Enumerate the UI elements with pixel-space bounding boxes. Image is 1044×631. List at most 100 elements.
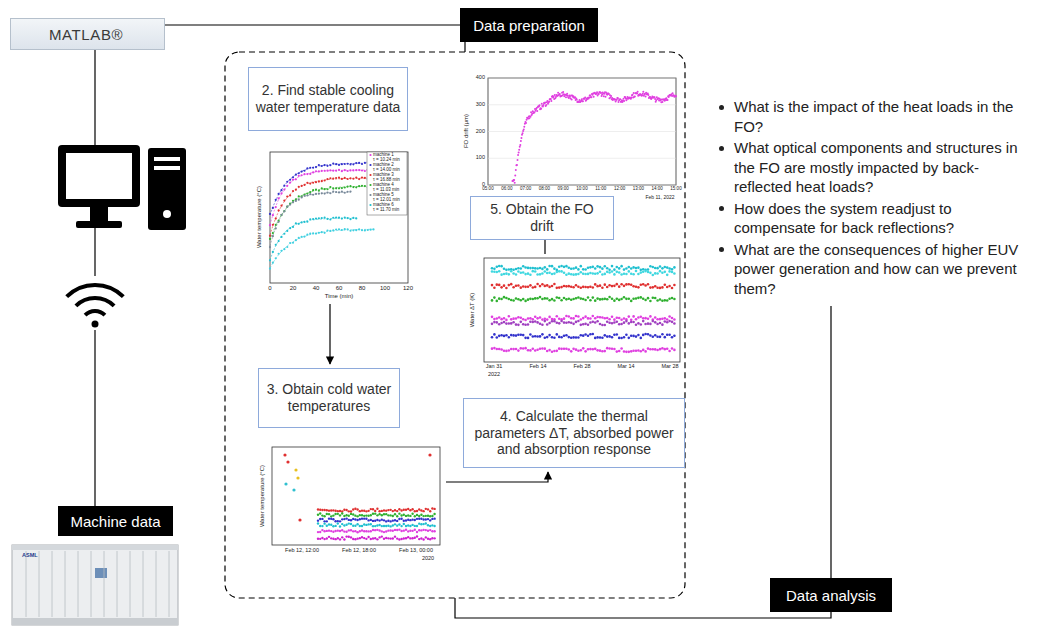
data-point	[589, 266, 592, 269]
data-point	[337, 520, 339, 522]
data-point	[575, 321, 578, 324]
axis-label: τ = 11.03 min	[373, 188, 399, 193]
data-point	[330, 530, 332, 532]
data-point	[517, 316, 520, 319]
data-point	[580, 100, 582, 102]
data-point	[584, 315, 587, 318]
data-point	[668, 285, 671, 288]
data-point	[378, 519, 380, 521]
data-point	[505, 350, 508, 353]
data-point	[618, 317, 621, 320]
data-point	[584, 299, 587, 302]
data-point	[539, 316, 542, 319]
data-point	[429, 519, 431, 521]
data-point	[532, 267, 535, 270]
data-point	[633, 92, 635, 94]
data-point	[286, 230, 288, 232]
data-point	[431, 518, 433, 520]
data-point	[585, 100, 587, 102]
data-point	[361, 514, 363, 516]
data-point	[592, 348, 595, 351]
data-point	[498, 323, 501, 326]
data-point	[517, 333, 520, 336]
axis-label: Mar 28	[661, 364, 678, 370]
data-point	[345, 531, 347, 533]
data-point	[618, 337, 621, 340]
data-point	[303, 170, 305, 172]
data-point	[350, 523, 352, 525]
data-point	[334, 530, 336, 532]
data-point	[387, 525, 389, 527]
axis-label: Feb 13, 00:00	[399, 548, 433, 554]
data-point	[496, 271, 499, 274]
axis-label: machine 4	[373, 183, 394, 188]
data-point	[642, 349, 645, 352]
data-point	[416, 510, 418, 512]
data-point	[387, 529, 389, 531]
data-point	[640, 271, 643, 274]
data-point	[407, 508, 409, 510]
data-point	[420, 518, 422, 520]
data-point	[628, 351, 631, 354]
data-point	[635, 270, 638, 273]
data-point	[592, 320, 595, 323]
question-item: What are the consequences of higher EUV …	[716, 240, 1033, 299]
data-point	[654, 321, 657, 324]
data-point	[575, 273, 578, 276]
data-point	[572, 298, 575, 301]
data-point	[381, 514, 383, 516]
data-point	[374, 537, 376, 539]
data-point	[508, 315, 511, 318]
data-point	[328, 513, 330, 515]
data-point	[343, 530, 345, 532]
data-point	[548, 100, 550, 102]
data-point	[532, 347, 535, 350]
data-point	[522, 298, 525, 301]
data-point	[515, 284, 518, 287]
data-point	[584, 333, 587, 336]
data-point	[332, 525, 334, 527]
process-box: 2. Find stable cooling water temperature…	[248, 67, 408, 131]
data-point	[500, 298, 503, 301]
data-point	[548, 316, 551, 319]
data-point	[529, 284, 532, 287]
axis-label: Feb 14	[529, 364, 546, 370]
data-point	[647, 347, 650, 350]
data-point	[606, 286, 609, 289]
data-point	[381, 535, 383, 537]
data-point	[398, 538, 400, 540]
axis-label: τ = 10.24 min	[373, 158, 400, 163]
data-point	[429, 525, 431, 527]
data-point	[323, 520, 325, 522]
data-point	[330, 515, 332, 517]
data-point	[341, 536, 343, 538]
data-point	[548, 299, 551, 302]
data-point	[389, 520, 391, 522]
data-point	[592, 315, 595, 318]
data-point	[668, 333, 671, 336]
data-point	[623, 321, 626, 324]
data-point	[550, 100, 552, 102]
panel-line	[65, 551, 66, 617]
data-point	[512, 348, 515, 351]
data-point	[536, 273, 539, 276]
data-point	[649, 265, 652, 268]
data-point	[392, 529, 394, 531]
data-point	[374, 529, 376, 531]
data-point	[594, 299, 597, 302]
data-point	[418, 529, 420, 531]
data-point	[604, 334, 607, 337]
data-point	[570, 267, 573, 270]
data-point	[589, 94, 591, 96]
data-point	[416, 518, 418, 520]
data-point	[575, 336, 578, 339]
data-point	[536, 335, 539, 338]
fit-line	[270, 192, 351, 246]
data-point	[564, 94, 566, 96]
data-point	[407, 524, 409, 526]
data-point	[551, 350, 554, 353]
data-point	[520, 137, 522, 139]
data-point	[414, 510, 416, 512]
data-point	[565, 273, 568, 276]
data-point	[553, 336, 556, 339]
